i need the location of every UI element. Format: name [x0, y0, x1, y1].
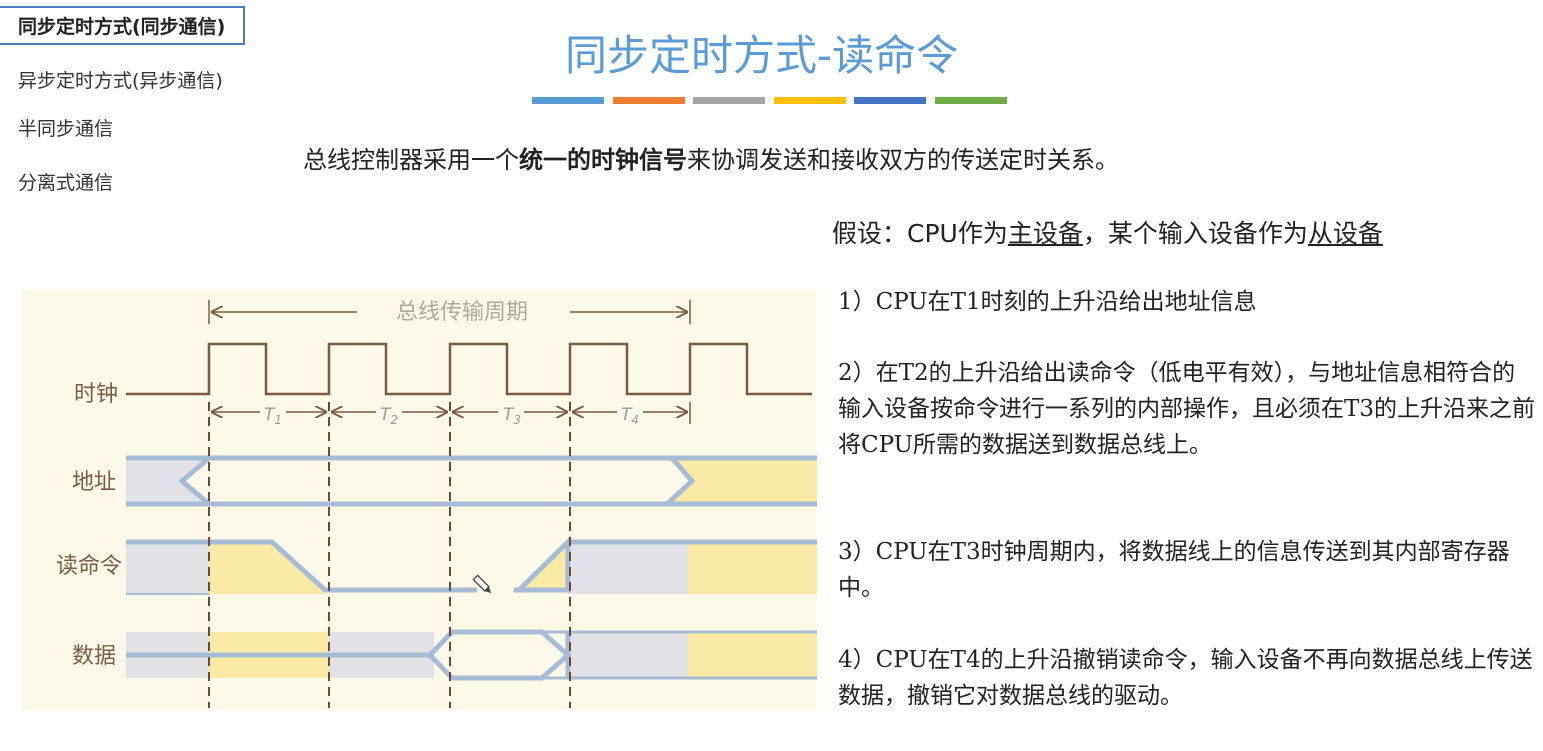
read-line-assert: [126, 539, 477, 593]
timing-diagram: 总线传输周期 时钟 地址 读命令 数据 T1 T2 T3 T4: [22, 290, 817, 710]
period-label-bg-t1: [260, 400, 286, 426]
intro-prefix: 总线控制器采用一个: [303, 146, 519, 174]
assumption-middle: ，某个输入设备作为: [1082, 219, 1308, 248]
period-label-t1: T1: [264, 405, 282, 427]
read-fill-before: [126, 542, 209, 594]
read-line-release: [514, 536, 571, 593]
read-fill-after: [688, 542, 817, 594]
data-fill-after: [688, 632, 817, 678]
step-4: 4）CPU在T4的上升沿撤销读命令，输入设备不再向数据总线上传送数据，撤销它对数…: [838, 647, 1533, 709]
period-label-t4: T4: [621, 405, 639, 427]
signal-label-clock: 时钟: [74, 382, 118, 407]
address-transition: [665, 456, 696, 506]
page-title: 同步定时方式-读命令: [565, 31, 959, 80]
signal-label-data: 数据: [72, 644, 116, 669]
title-color-bar: [532, 97, 604, 104]
clock-edge-dashes: [208, 402, 571, 708]
address-line-left: [126, 455, 216, 507]
sidebar-item-split[interactable]: 分离式通信: [18, 172, 114, 194]
title-color-bar: [612, 97, 685, 104]
sidebar-item-semi-sync[interactable]: 半同步通信: [18, 118, 114, 140]
sidebar-item-sync-timing[interactable]: 同步定时方式(同步通信): [0, 6, 246, 45]
read-command-signal: [126, 536, 817, 595]
sidebar-item-async-timing[interactable]: 异步定时方式(异步通信): [18, 70, 223, 92]
assumption-master: 主设备: [1007, 219, 1083, 248]
address-bus: [126, 455, 817, 507]
read-fill-t4: [568, 542, 688, 594]
address-fill-before: [126, 458, 209, 504]
bus-cycle-span: 总线传输周期: [208, 300, 691, 325]
data-bus: [126, 629, 817, 681]
title-color-bar: [773, 97, 846, 104]
period-label-t3: T3: [503, 405, 521, 427]
title-color-bar: [854, 97, 926, 104]
period-label-bg-t2: [376, 400, 402, 426]
clock-waveform: [126, 342, 812, 396]
intro-suffix: 来协调发送和接收双方的传送定时关系。: [687, 146, 1119, 174]
period-markers: T1 T2 T3 T4: [212, 400, 691, 427]
period-label-t2: T2: [380, 405, 398, 427]
assumption-text: 假设：CPU作为主设备，某个输入设备作为从设备: [832, 214, 1383, 250]
signal-label-read-command: 读命令: [56, 554, 122, 579]
period-label-bg-t4: [617, 400, 643, 426]
intro-bold: 统一的时钟信号: [519, 146, 687, 174]
intro-text: 总线控制器采用一个统一的时钟信号来协调发送和接收双方的传送定时关系。: [303, 140, 1119, 175]
step-3: 3）CPU在T3时钟周期内，将数据线上的信息传送到其内部寄存器中。: [838, 539, 1510, 601]
step-1: 1）CPU在T1时刻的上升沿给出地址信息: [838, 289, 1257, 315]
bus-cycle-label: 总线传输周期: [396, 300, 528, 325]
assumption-slave: 从设备: [1307, 219, 1383, 248]
title-color-bar: [693, 97, 765, 104]
pen-cursor-icon: [472, 574, 492, 594]
read-fill-t1: [209, 542, 325, 594]
data-fill-t4: [568, 632, 688, 678]
period-label-bg-t3: [498, 400, 524, 426]
signal-label-address: 地址: [72, 470, 116, 495]
address-fill-after: [667, 458, 817, 504]
title-color-bar: [934, 97, 1007, 104]
assumption-prefix: 假设：CPU作为: [832, 219, 1008, 248]
step-2: 2）在T2的上升沿给出读命令（低电平有效），与地址信息相符合的输入设备按命令进行…: [838, 360, 1535, 458]
